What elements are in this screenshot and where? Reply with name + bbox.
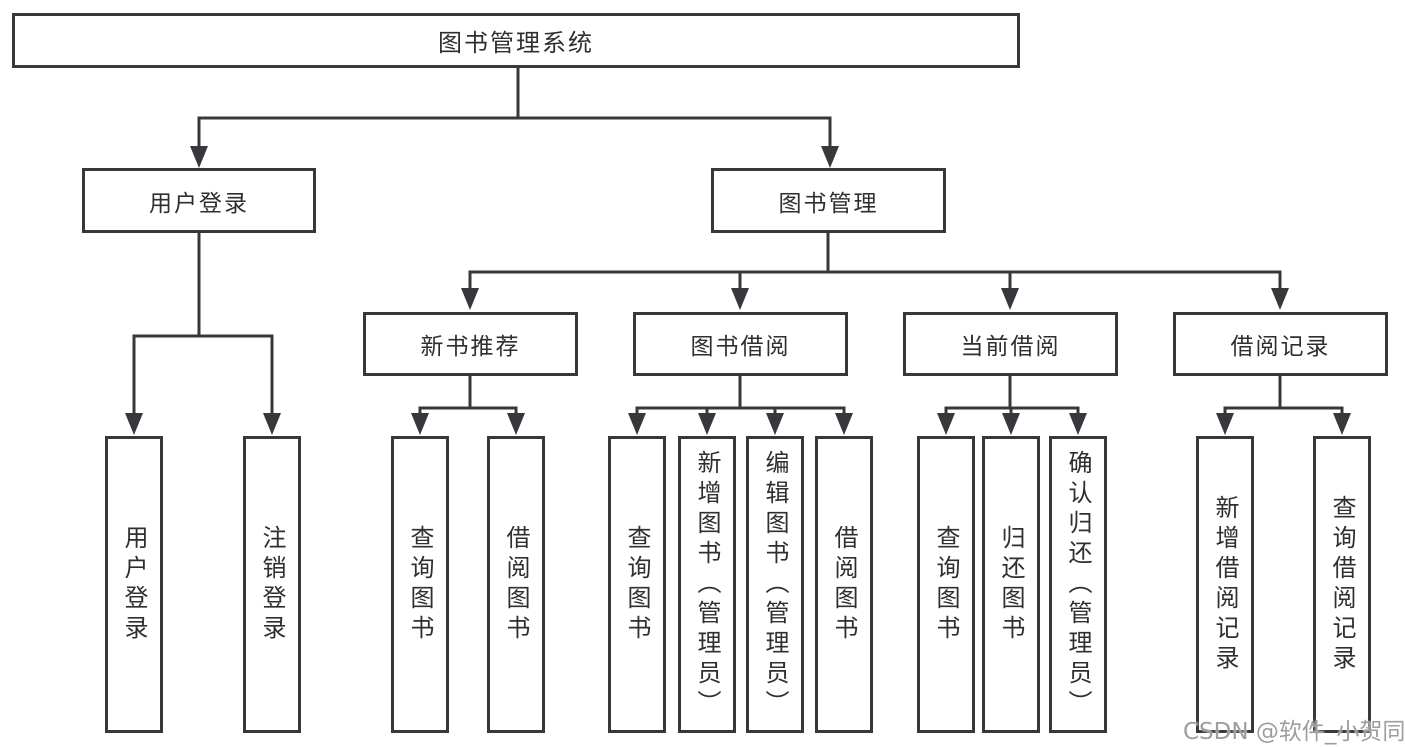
leaf-user-login: 用户登录 xyxy=(105,436,163,733)
arrowhead xyxy=(731,288,749,310)
leaf-confirm-return-admin: 确认归还（管理员） xyxy=(1049,436,1107,733)
leaf-logout: 注销登录 xyxy=(243,436,301,733)
arrowhead xyxy=(835,413,853,435)
leaf-add-borrow-record: 新增借阅记录 xyxy=(1196,436,1254,733)
leaf-borrow-books-recommend: 借阅图书 xyxy=(487,436,545,733)
csdn-watermark: CSDN @软件_小贺同学 xyxy=(1183,719,1405,745)
arrowhead xyxy=(1001,288,1019,310)
arrowhead xyxy=(411,413,429,435)
arrowhead xyxy=(507,413,525,435)
arrowhead xyxy=(1069,413,1087,435)
arrowhead xyxy=(766,413,784,435)
arrowhead xyxy=(125,413,143,435)
arrowhead xyxy=(1216,413,1234,435)
leaf-label: 查询借阅记录 xyxy=(1328,494,1356,675)
node-user-login: 用户登录 xyxy=(82,168,316,233)
node-new-book-recommend: 新书推荐 xyxy=(363,312,578,376)
arrowhead xyxy=(821,146,839,168)
leaf-label: 查询图书 xyxy=(623,524,651,645)
leaf-query-books-borrow: 查询图书 xyxy=(608,436,666,733)
arrowhead xyxy=(698,413,716,435)
node-book-borrow: 图书借阅 xyxy=(633,312,848,376)
arrowhead xyxy=(628,413,646,435)
leaf-label: 新增图书（管理员） xyxy=(693,449,721,720)
arrowhead xyxy=(1271,288,1289,310)
node-library-system: 图书管理系统 xyxy=(12,13,1020,68)
leaf-label: 查询图书 xyxy=(932,524,960,645)
leaf-label: 新增借阅记录 xyxy=(1211,494,1239,675)
leaf-edit-books-admin: 编辑图书（管理员） xyxy=(746,436,804,733)
leaf-borrow-books: 借阅图书 xyxy=(815,436,873,733)
node-borrow-records: 借阅记录 xyxy=(1173,312,1388,376)
leaf-add-books-admin: 新增图书（管理员） xyxy=(678,436,736,733)
arrowhead xyxy=(461,288,479,310)
arrowhead xyxy=(1002,413,1020,435)
leaf-query-borrow-record: 查询借阅记录 xyxy=(1313,436,1371,733)
arrowhead xyxy=(1333,413,1351,435)
node-current-borrow: 当前借阅 xyxy=(903,312,1118,376)
leaf-label: 归还图书 xyxy=(997,524,1025,645)
leaf-query-books-current: 查询图书 xyxy=(917,436,975,733)
leaf-label: 确认归还（管理员） xyxy=(1064,449,1092,720)
node-book-management: 图书管理 xyxy=(711,168,946,233)
arrowhead xyxy=(263,413,281,435)
leaf-label: 编辑图书（管理员） xyxy=(761,449,789,720)
leaf-label: 借阅图书 xyxy=(502,524,530,645)
leaf-label: 查询图书 xyxy=(406,524,434,645)
leaf-label: 注销登录 xyxy=(258,524,286,645)
arrowhead xyxy=(937,413,955,435)
leaf-return-books: 归还图书 xyxy=(982,436,1040,733)
arrowhead xyxy=(190,146,208,168)
leaf-label: 用户登录 xyxy=(120,524,148,645)
leaf-label: 借阅图书 xyxy=(830,524,858,645)
leaf-query-books-recommend: 查询图书 xyxy=(391,436,449,733)
